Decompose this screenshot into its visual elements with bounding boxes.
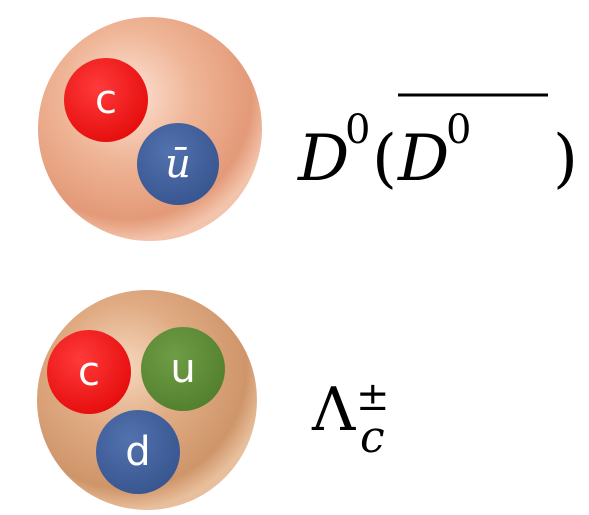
meson-name-main: D [297,122,349,196]
baryon-up-label: u [170,346,195,392]
up-quark-sphere: u [141,327,225,411]
meson-hadron-sphere [38,17,262,241]
charm-quark-sphere: c [64,58,148,142]
meson-label: D 0 ( D 0 ) [297,95,578,196]
meson-antiup-label: ū [165,141,191,187]
meson-close-paren: ) [553,122,578,196]
baryon-group: c u d [37,290,257,510]
baryon-charm-label: c [78,349,100,395]
baryon-label: Λ ± c [311,374,390,463]
meson-group: c ū [38,17,262,241]
baryon-subscript: c [360,412,385,463]
meson-open-paren: ( [372,122,397,196]
baryon-name-main: Λ [311,375,356,445]
anti-meson-name-main: D [397,122,449,196]
meson-superscript: 0 [345,107,370,153]
meson-charm-label: c [95,77,117,123]
charm-quark-sphere: c [47,330,131,414]
baryon-down-label: d [125,429,150,475]
anti-up-quark-sphere: ū [137,123,219,205]
anti-meson-superscript: 0 [446,107,471,153]
down-quark-sphere: d [96,410,180,494]
